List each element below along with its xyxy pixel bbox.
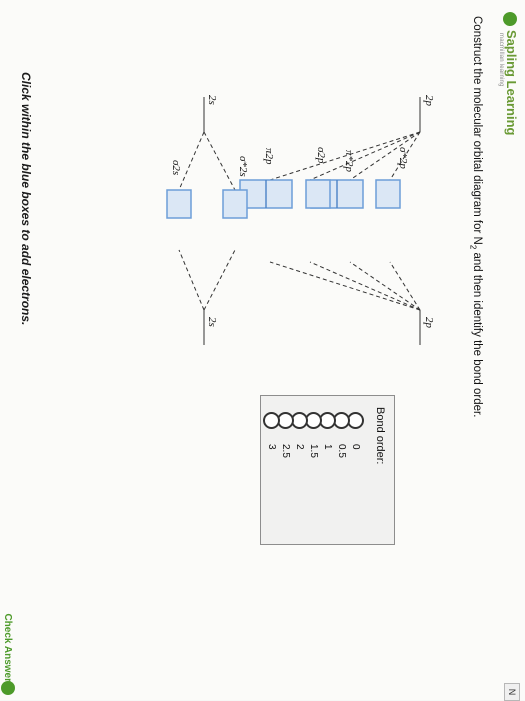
molecular-orbital-diagram[interactable]: 2p 2s 2p 2s σ*2p π*2p σ2p π2p σ*2s σ2s [105, 85, 445, 355]
brand-name: Sapling Learning [504, 30, 519, 136]
question-suffix: and then identify the bond order. [471, 249, 483, 418]
bond-order-label: 1 [322, 444, 333, 450]
pi-2p-label: π2p [263, 148, 275, 165]
bond-order-label: 3 [266, 444, 277, 450]
bond-order-label: 2.5 [280, 444, 291, 458]
sigma-2s-box [166, 189, 192, 219]
next-arrow-icon[interactable] [1, 681, 15, 695]
brand-tagline: macmillan learning [498, 33, 504, 87]
right-2p-label: 2p [423, 317, 435, 329]
sigma-star-2s-label: σ*2s [237, 156, 249, 177]
sigma-star-2s-box [222, 189, 248, 219]
left-2s-label: 2s [206, 95, 218, 105]
instruction-text: Click within the blue boxes to add elect… [19, 72, 33, 326]
sigma-2p-label: σ2p [315, 147, 327, 164]
check-answer-button[interactable]: Check Answer [2, 613, 13, 682]
sapling-logo-icon [503, 12, 517, 26]
question-prefix: Construct the molecular orbital diagram … [471, 16, 483, 245]
question-text: Construct the molecular orbital diagram … [469, 16, 483, 417]
radio-button-icon[interactable] [263, 412, 280, 429]
header-bar: Sapling Learning macmillan learning N [498, 0, 525, 701]
bond-order-label: 2 [294, 444, 305, 450]
bond-order-title: Bond order: [374, 407, 386, 465]
bond-order-label: 1.5 [308, 444, 319, 458]
bond-order-option-3[interactable]: 3 [263, 412, 280, 450]
sigma-2p-box [305, 179, 331, 209]
bond-order-label: 0.5 [336, 444, 347, 458]
pi-star-2p-label: π*2p [343, 150, 355, 173]
sigma-star-2p-label: σ*2p [397, 147, 409, 169]
bond-order-label: 0 [350, 444, 361, 450]
top-tab[interactable]: N [504, 683, 520, 701]
sigma-2s-label: σ2s [170, 160, 182, 175]
left-2p-label: 2p [423, 95, 435, 107]
sigma-star-2p-box [375, 179, 401, 209]
right-2s-label: 2s [206, 317, 218, 327]
